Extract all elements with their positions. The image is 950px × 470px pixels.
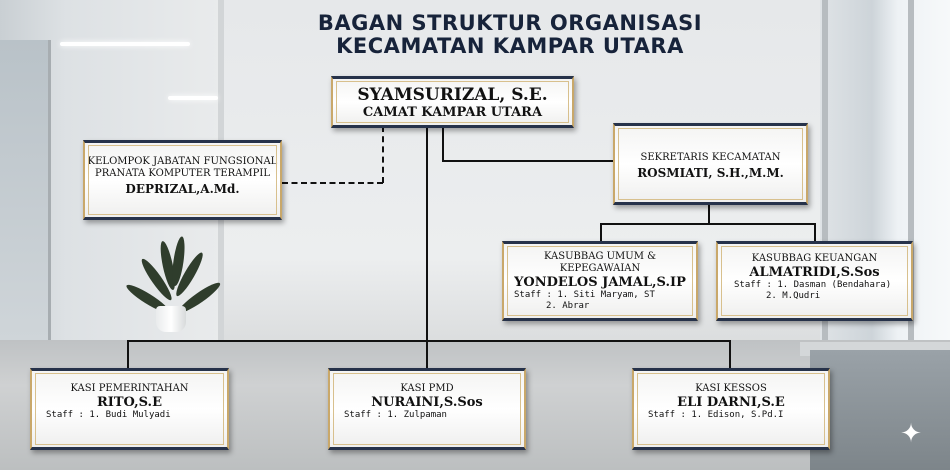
umum-staff-line1: Staff : 1. Siti Maryam, ST (514, 290, 655, 300)
pmd-name: NURAINI,S.Sos (371, 395, 483, 410)
connector-fungsional-dashed-vertical (382, 126, 384, 183)
background-desk (810, 350, 950, 470)
connector-pmd-drop (426, 340, 428, 369)
chart-title-line1: BAGAN STRUKTUR ORGANISASI (317, 11, 703, 35)
pmd-staff-line1: Staff : 1. Zulpaman (344, 410, 447, 420)
connector-sekretaris-horizontal (442, 160, 614, 162)
fungsional-position-line2: PRANATA KOMPUTER TERAMPIL (94, 168, 270, 179)
node-sekretaris: SEKRETARIS KECAMATAN ROSMIATI, S.H.,M.M. (613, 123, 808, 205)
node-kasubbag-umum: KASUBBAG UMUM & KEPEGAWAIAN YONDELOS JAM… (502, 241, 698, 321)
fungsional-name: DEPRIZAL,A.Md. (125, 182, 240, 196)
connector-camat-trunk (426, 126, 428, 341)
keuangan-position: KASUBBAG KEUANGAN (751, 253, 878, 264)
background-glass-door (0, 40, 51, 340)
connector-keuangan-drop (814, 223, 816, 242)
kessos-position: KASI KESSOS (695, 383, 767, 394)
umum-position-line2: KEPEGAWAIAN (559, 263, 641, 274)
connector-kasi-horizontal (127, 340, 731, 342)
connector-camat-sekretaris-drop (442, 126, 444, 162)
window-frame (908, 0, 914, 345)
connector-sekretaris-drop (708, 204, 710, 224)
sparkle-icon: ✦ (900, 419, 922, 449)
node-kasi-kessos: KASI KESSOS ELI DARNI,S.E Staff : 1. Edi… (632, 368, 830, 450)
pemerintahan-position: KASI PEMERINTAHAN (70, 383, 189, 394)
camat-name: SYAMSURIZAL, S.E. (357, 85, 548, 105)
connector-kasubbag-horizontal (600, 223, 816, 225)
pemerintahan-name: RITO,S.E (96, 395, 162, 410)
connector-pemerintahan-drop (127, 340, 129, 369)
node-camat: SYAMSURIZAL, S.E. CAMAT KAMPAR UTARA (331, 76, 574, 128)
node-kasubbag-keuangan: KASUBBAG KEUANGAN ALMATRIDI,S.Sos Staff … (716, 241, 913, 321)
pemerintahan-staff-line1: Staff : 1. Budi Mulyadi (46, 410, 171, 420)
umum-staff-line2: 2. Abrar (546, 301, 590, 311)
connector-fungsional-dashed-horizontal (282, 182, 383, 184)
chart-title: BAGAN STRUKTUR ORGANISASI KECAMATAN KAMP… (0, 12, 950, 58)
keuangan-staff-line2: 2. M.Qudri (766, 291, 821, 301)
umum-position-line1: KASUBBAG UMUM & (543, 251, 657, 262)
ceiling-light (168, 96, 218, 100)
sekretaris-name: ROSMIATI, S.H.,M.M. (637, 166, 784, 180)
pmd-position: KASI PMD (400, 383, 454, 394)
node-kasi-pmd: KASI PMD NURAINI,S.Sos Staff : 1. Zulpam… (328, 368, 526, 450)
keuangan-staff-line1: Staff : 1. Dasman (Bendahara) (734, 280, 892, 290)
chart-title-line2: KECAMATAN KAMPAR UTARA (336, 34, 684, 58)
kessos-name: ELI DARNI,S.E (677, 395, 785, 410)
fungsional-position-line1: KELOMPOK JABATAN FUNGSIONAL (87, 156, 278, 167)
sekretaris-position: SEKRETARIS KECAMATAN (640, 152, 781, 163)
keuangan-name: ALMATRIDI,S.Sos (749, 265, 880, 280)
camat-position: CAMAT KAMPAR UTARA (362, 105, 543, 120)
window-frame (822, 0, 828, 345)
umum-name: YONDELOS JAMAL,S.IP (514, 275, 686, 290)
kessos-staff-line1: Staff : 1. Edison, S.Pd.I (648, 410, 784, 420)
ceiling-light (60, 42, 190, 46)
plant-pot (156, 306, 186, 332)
connector-umum-drop (600, 223, 602, 242)
node-fungsional: KELOMPOK JABATAN FUNGSIONAL PRANATA KOMP… (83, 140, 282, 220)
node-kasi-pemerintahan: KASI PEMERINTAHAN RITO,S.E Staff : 1. Bu… (30, 368, 229, 450)
connector-kessos-drop (729, 340, 731, 369)
